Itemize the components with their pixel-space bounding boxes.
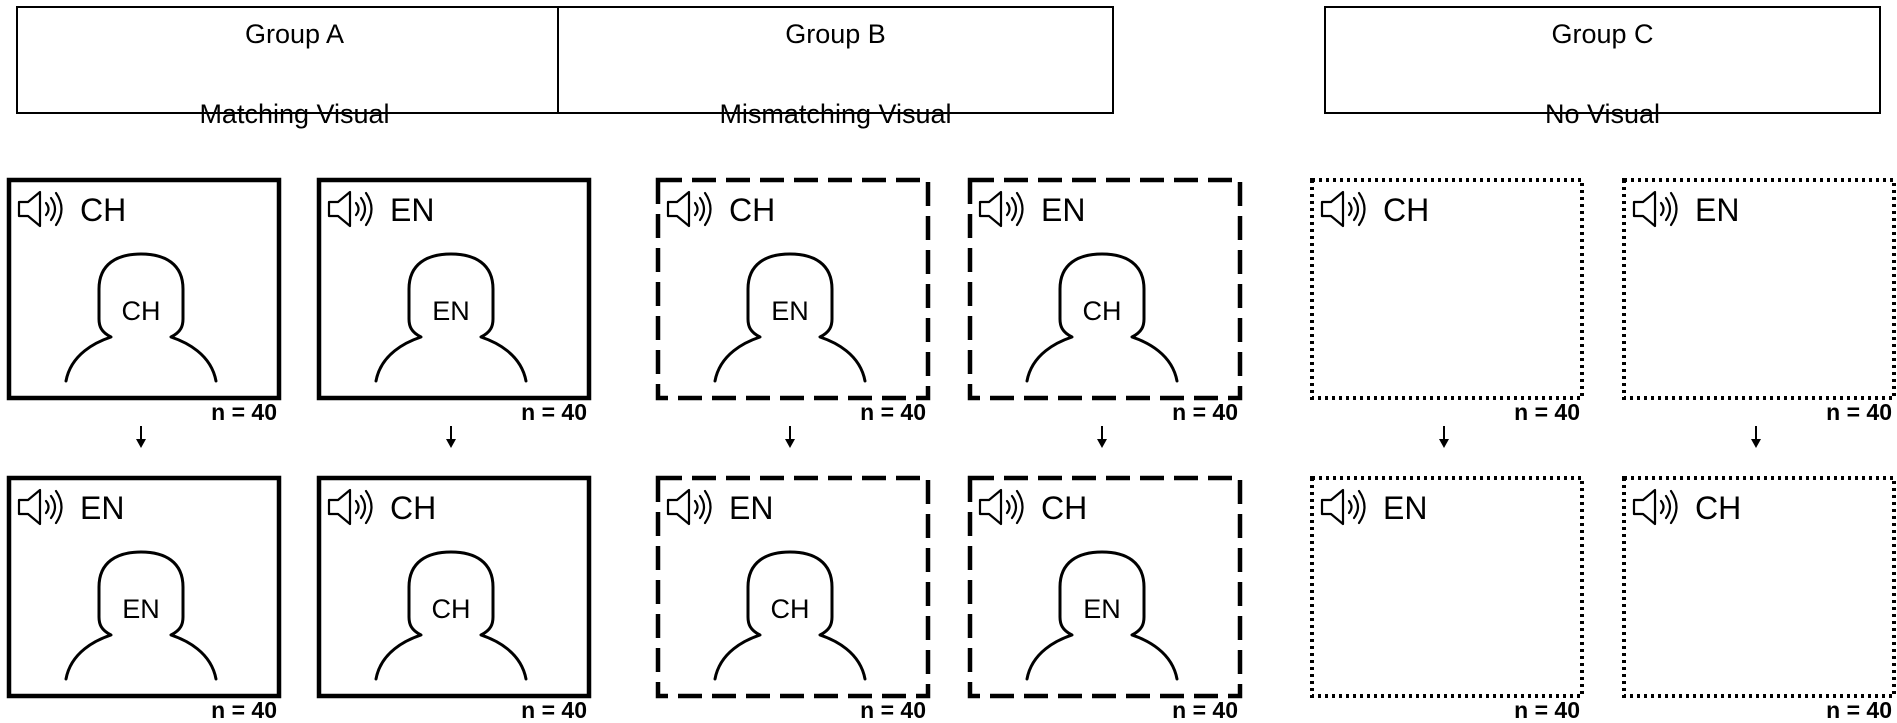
group-header-box [557,6,1114,114]
panel-frame [316,475,592,699]
panel-frame [1310,178,1584,400]
audio-language-label: CH [390,490,436,526]
audio-language-label: EN [1041,192,1085,228]
person-silhouette-icon [1025,550,1179,681]
group-subtitle: No Visual [1545,99,1660,129]
stimulus-panel: EN CH n = 40 [967,177,1243,425]
down-arrow-icon [1751,426,1761,448]
sample-size-label: n = 40 [860,399,926,425]
panel-frame [316,177,592,401]
audio-language-label: EN [390,192,434,228]
person-silhouette-icon [1025,252,1179,383]
face-language-label: CH [122,296,161,326]
panel-frame [655,177,931,401]
audio-language-label: CH [1695,490,1741,526]
audio-language-label: EN [1695,192,1739,228]
group-subtitle: Mismatching Visual [719,99,951,129]
panel-frame [967,177,1243,401]
panel-frame [655,475,931,699]
stimulus-panel: EN EN n = 40 [6,475,282,723]
sample-size-label: n = 40 [211,697,277,723]
person-silhouette-icon [64,550,218,681]
speaker-icon [17,488,63,526]
down-arrow-icon [446,426,456,448]
audio-language-label: CH [1041,490,1087,526]
speaker-icon [327,488,373,526]
sample-size-label: n = 40 [1826,399,1892,425]
stimulus-panel: CH n = 40 [1622,476,1896,723]
person-silhouette-icon [374,550,528,681]
stimulus-panel: CH EN n = 40 [967,475,1243,723]
stimulus-panel: CH n = 40 [1310,178,1584,425]
sample-size-label: n = 40 [1172,697,1238,723]
sample-size-label: n = 40 [1514,697,1580,723]
speaker-icon [327,190,373,228]
stimulus-panel: EN n = 40 [1310,476,1584,723]
speaker-icon [978,488,1024,526]
stimulus-panel: CH CH n = 40 [316,475,592,723]
audio-language-label: EN [729,490,773,526]
sample-size-label: n = 40 [521,697,587,723]
down-arrow-icon [1439,426,1449,448]
audio-language-label: EN [80,490,124,526]
panel-frame [967,475,1243,699]
face-language-label: CH [771,594,810,624]
audio-language-label: CH [80,192,126,228]
face-language-label: CH [1083,296,1122,326]
panel-frame [6,177,282,401]
sample-size-label: n = 40 [1514,399,1580,425]
stimulus-panel: EN EN n = 40 [316,177,592,425]
person-silhouette-icon [374,252,528,383]
panel-frame [1310,476,1584,698]
speaker-icon [1320,488,1366,526]
audio-language-label: CH [729,192,775,228]
face-language-label: EN [1083,594,1121,624]
sample-size-label: n = 40 [1172,399,1238,425]
sample-size-label: n = 40 [521,399,587,425]
group-title: Group B [785,19,886,49]
face-language-label: CH [432,594,471,624]
sample-size-label: n = 40 [211,399,277,425]
sample-size-label: n = 40 [860,697,926,723]
person-silhouette-icon [713,252,867,383]
panel-frame [1622,476,1896,698]
down-arrow-icon [785,426,795,448]
down-arrow-icon [136,426,146,448]
group-header-box [1324,6,1881,114]
speaker-icon [666,488,712,526]
speaker-icon [1632,190,1678,228]
face-language-label: EN [432,296,470,326]
stimulus-panel: CH CH n = 40 [6,177,282,425]
speaker-icon [1632,488,1678,526]
face-language-label: EN [122,594,160,624]
audio-language-label: EN [1383,490,1427,526]
speaker-icon [978,190,1024,228]
face-language-label: EN [771,296,809,326]
speaker-icon [666,190,712,228]
person-silhouette-icon [713,550,867,681]
person-silhouette-icon [64,252,218,383]
stimulus-panel: EN n = 40 [1622,178,1896,425]
down-arrow-icon [1097,426,1107,448]
stimulus-panel: CH EN n = 40 [655,177,931,425]
group-title: Group C [1551,19,1653,49]
speaker-icon [1320,190,1366,228]
group-subtitle: Matching Visual [199,99,389,129]
speaker-icon [17,190,63,228]
panel-frame [6,475,282,699]
audio-language-label: CH [1383,192,1429,228]
group-header-box [16,6,573,114]
sample-size-label: n = 40 [1826,697,1892,723]
panel-frame [1622,178,1896,400]
stimulus-panel: EN CH n = 40 [655,475,931,723]
group-title: Group A [245,19,344,49]
